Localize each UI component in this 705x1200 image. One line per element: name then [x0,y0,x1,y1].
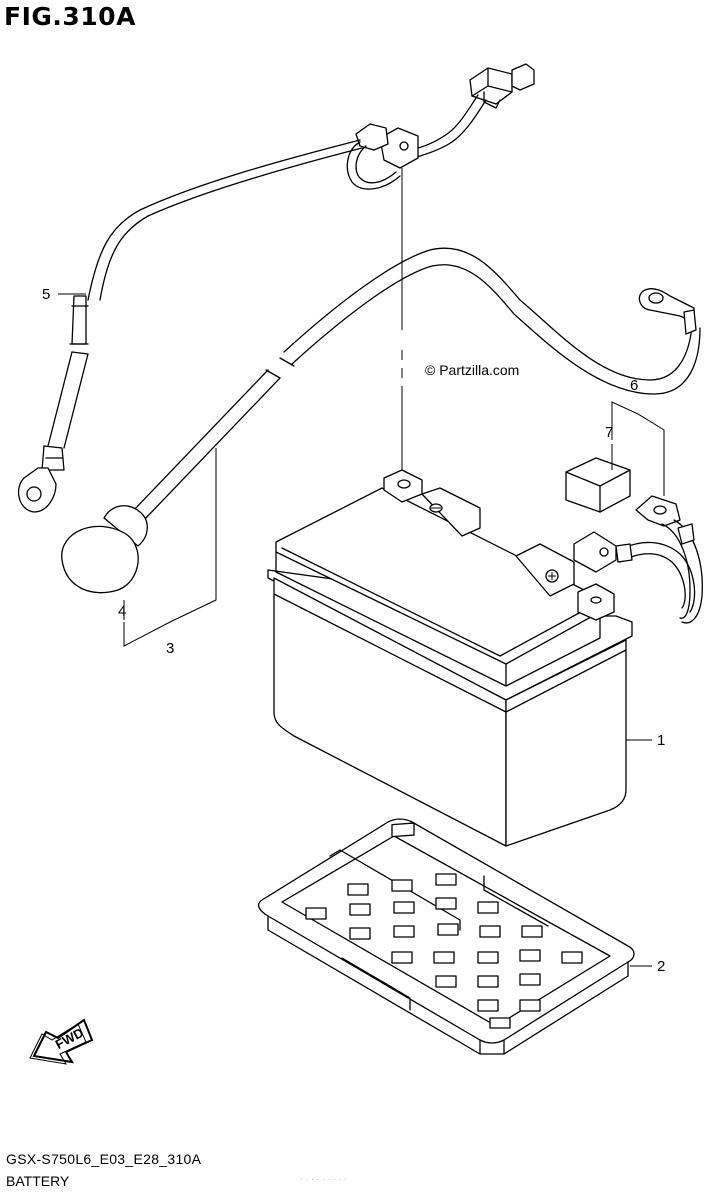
callout-1[interactable]: 1 [657,732,666,749]
part-5-sensor-lead[interactable] [19,64,534,512]
part-6-negative-lead[interactable] [574,496,702,623]
watermark: © Partzilla.com [425,362,520,378]
wire-clamp [380,128,418,168]
callout-3[interactable]: 3 [166,640,175,657]
footer-model-code: GSX-S750L6_E03_E28_310A [6,1151,202,1167]
figure-title: FIG.310A [4,2,136,31]
cable-ring-terminal [639,289,696,334]
footer-section-name: BATTERY [6,1173,70,1189]
callout-2[interactable]: 2 [657,958,666,975]
part-2-battery-tray[interactable] [259,819,634,1054]
part-7-terminal-cover[interactable] [566,458,630,512]
part-1-battery[interactable] [268,470,632,846]
connector-coupler [470,64,534,108]
tray-vent-slots [306,823,582,1028]
callout-7[interactable]: 7 [605,424,614,441]
callout-5[interactable]: 5 [42,286,51,303]
leader-lines [58,294,664,966]
callout-6[interactable]: 6 [630,377,639,394]
part-4-terminal-cap[interactable] [62,506,148,593]
part-3-battery-cable[interactable] [132,248,700,520]
fwd-arrow-icon: FWD [30,1020,92,1064]
footer-faint-text: · · · · · · · · · [300,1174,347,1184]
callout-4[interactable]: 4 [118,603,127,620]
